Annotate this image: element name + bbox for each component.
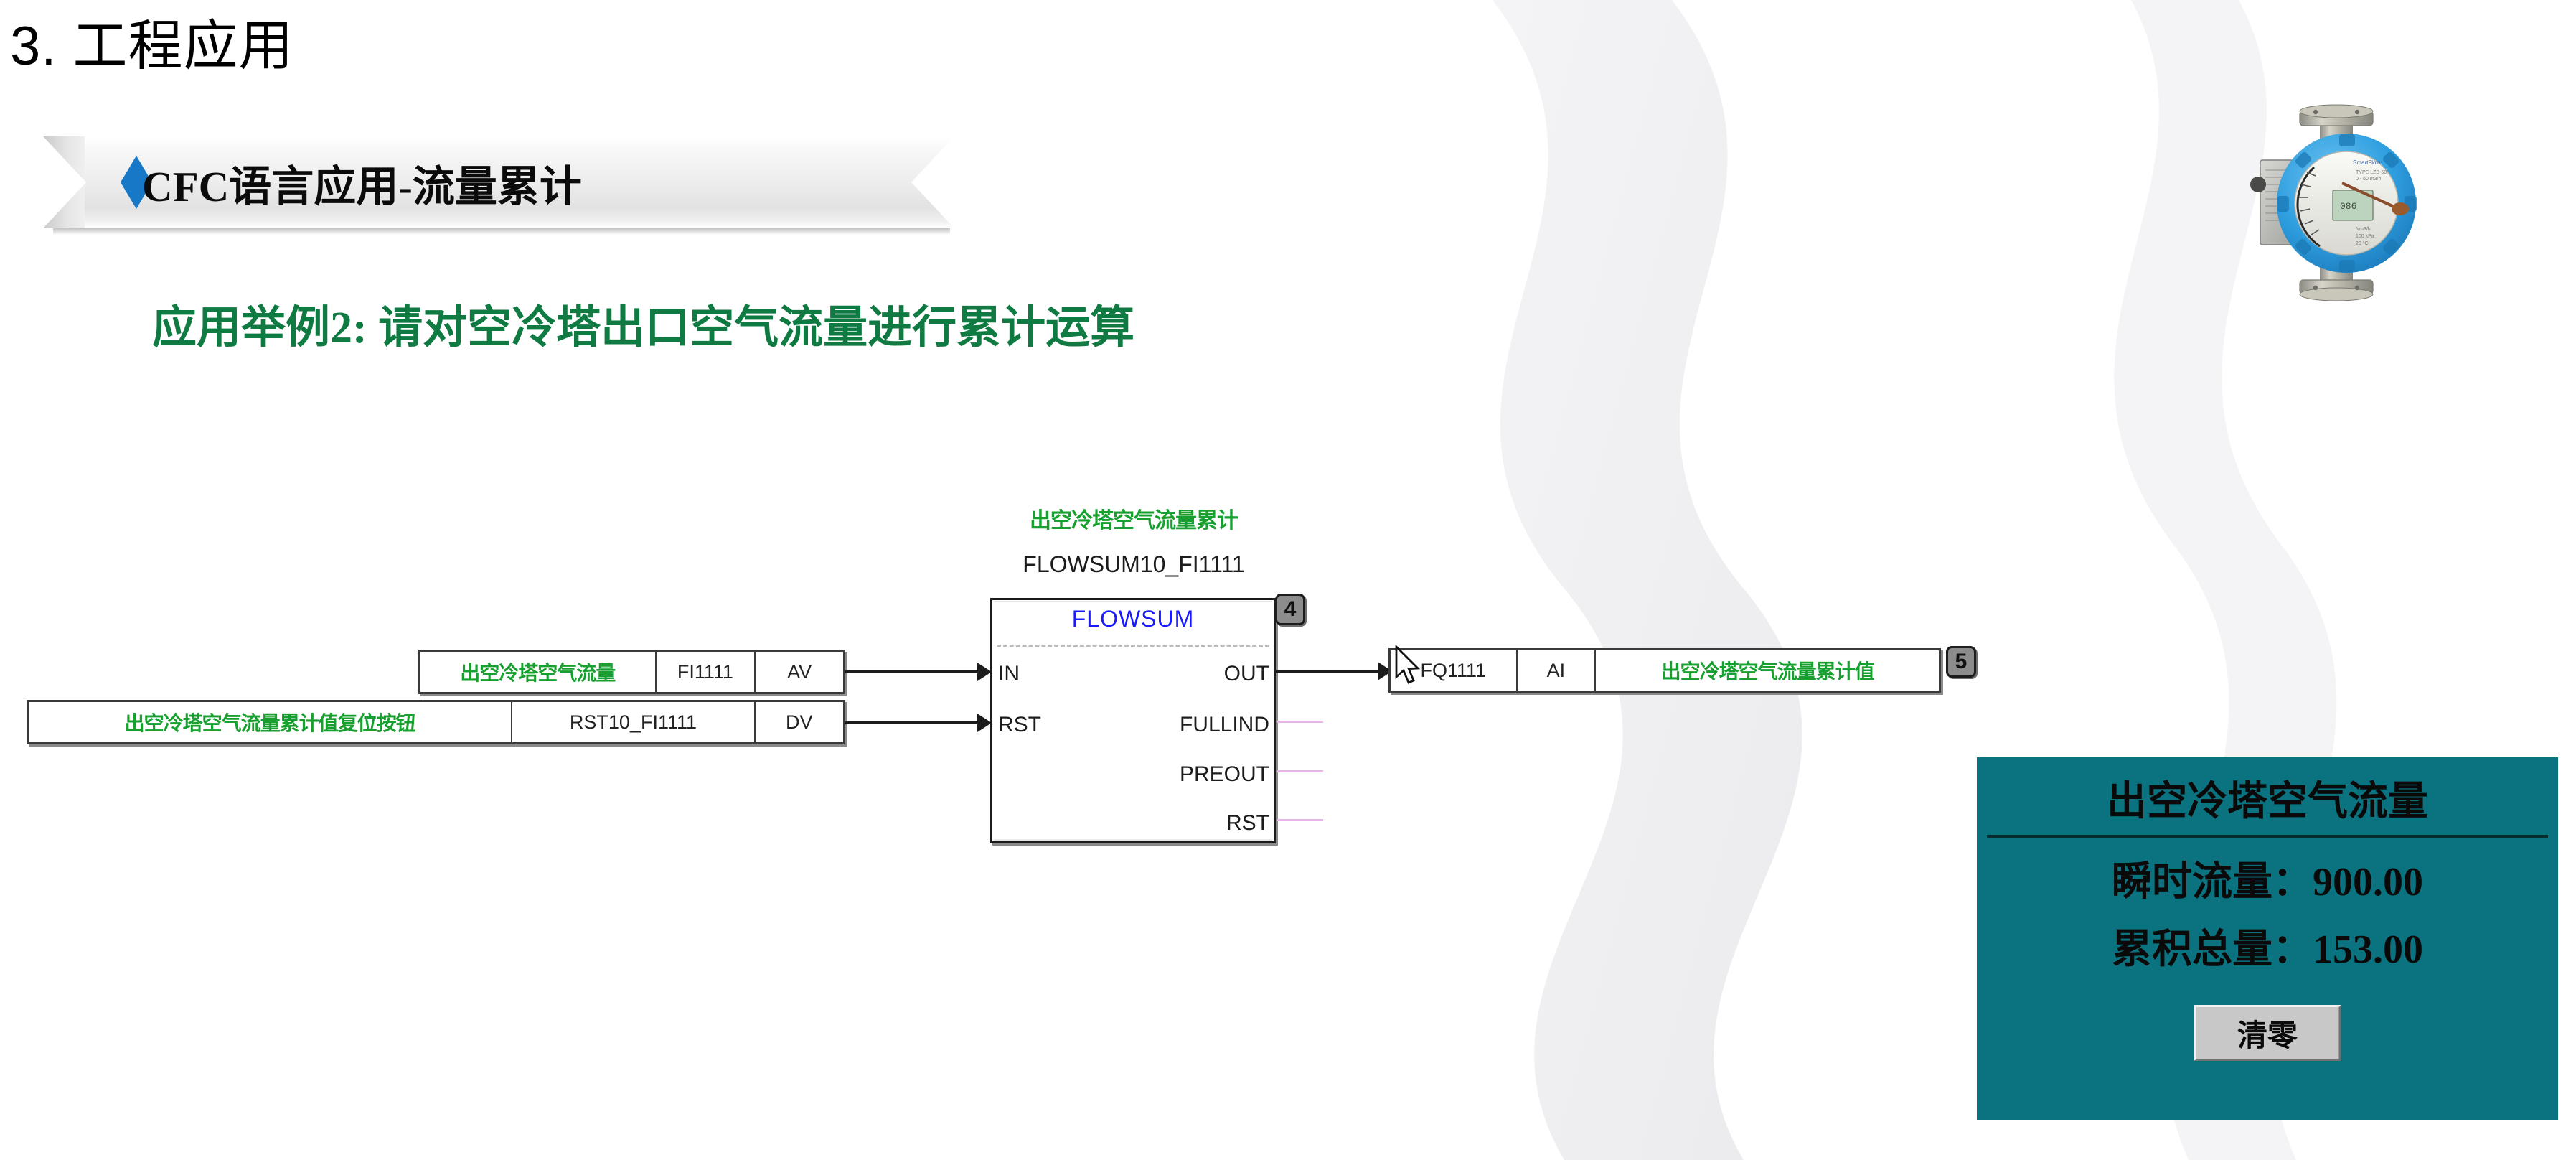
input-tag-reset: RST10_FI1111: [511, 702, 753, 742]
hmi-instant-flow-row: 瞬时流量：900.00: [2112, 860, 2423, 904]
mouse-pointer-icon: [1395, 645, 1421, 684]
svg-text:20 °C: 20 °C: [2356, 240, 2369, 246]
svg-text:0 - 60 m3/h: 0 - 60 m3/h: [2356, 177, 2382, 182]
output-block[interactable]: FQ1111 AI 出空冷塔空气流量累计值: [1388, 648, 1941, 693]
badge-block-order: 4: [1275, 594, 1305, 625]
svg-text:SmartFlow: SmartFlow: [2353, 159, 2380, 166]
input-block-flow[interactable]: 出空冷塔空气流量 FI1111 AV: [418, 650, 845, 694]
banner-shadow: [53, 228, 950, 235]
section-banner: CFC语言应用-流量累计: [43, 136, 954, 235]
wire-out-to-output: [1276, 670, 1379, 673]
arrow-in: [977, 663, 992, 681]
function-block-flowsum[interactable]: FLOWSUM IN RST OUT FULLIND PREOUT RST: [990, 598, 1276, 843]
banner-bevel: [43, 136, 954, 228]
hmi-panel: 出空冷塔空气流量 瞬时流量：900.00 累积总量：153.00 清零: [1977, 757, 2558, 1120]
pin-out[interactable]: OUT: [1223, 662, 1269, 686]
badge-output-order: 5: [1946, 646, 1976, 678]
svg-text:Nm3/h: Nm3/h: [2356, 227, 2371, 232]
input-tag-flow: FI1111: [654, 652, 755, 692]
svg-text:TYPE LZB-50: TYPE LZB-50: [2356, 170, 2387, 175]
reset-button[interactable]: 清零: [2194, 1005, 2341, 1061]
hmi-total-flow-row: 累积总量：153.00: [2112, 927, 2423, 972]
svg-text:086: 086: [2340, 201, 2356, 212]
input-datatype-flow: AV: [754, 652, 843, 692]
pin-rst-out[interactable]: RST: [1226, 811, 1269, 835]
hmi-divider: [1987, 835, 2548, 838]
block-highlight-bottom: [994, 839, 1272, 841]
block-type-label: FLOWSUM: [1071, 606, 1195, 632]
block-instance-name: FLOWSUM10_FI1111: [1023, 551, 1245, 577]
banner-label: CFC语言应用-流量累计: [142, 162, 582, 210]
input-description-flow: 出空冷塔空气流量: [460, 662, 616, 684]
input-description-reset: 出空冷塔空气流量累计值复位按钮: [124, 712, 416, 734]
pin-rst-in[interactable]: RST: [998, 713, 1041, 736]
hmi-title: 出空冷塔空气流量: [2107, 780, 2428, 824]
stub-rst: [1277, 819, 1323, 821]
input-datatype-reset: DV: [753, 702, 843, 742]
input-block-reset[interactable]: 出空冷塔空气流量累计值复位按钮 RST10_FI1111 DV: [27, 700, 845, 744]
arrow-rst: [977, 714, 992, 732]
dial-small-text: TYPE LZB-50 0 - 60 m3/h Nm3/h 100 kPa 20…: [2356, 170, 2387, 246]
block-divider: [997, 645, 1269, 647]
page-title: 3. 工程应用: [10, 16, 294, 77]
svg-text:100 kPa: 100 kPa: [2356, 234, 2374, 239]
stub-fullind: [1277, 721, 1323, 723]
dial-lcd-digits: 086: [2340, 201, 2356, 212]
dial-float: [2392, 202, 2409, 215]
block-comment: 出空冷塔空气流量累计: [1030, 509, 1238, 533]
output-description: 出空冷塔空气流量累计值: [1594, 650, 1939, 691]
pin-preout[interactable]: PREOUT: [1179, 762, 1269, 786]
pin-fullind[interactable]: FULLIND: [1179, 713, 1269, 736]
dial-brand-text: SmartFlow: [2353, 159, 2380, 166]
example-heading: 应用举例2: 请对空冷塔出口空气流量进行累计运算: [152, 304, 1135, 352]
block-highlight-top: [994, 601, 1272, 602]
stub-preout: [1277, 770, 1323, 772]
pin-in[interactable]: IN: [998, 662, 1020, 686]
output-datatype: AI: [1515, 650, 1595, 691]
wire-flow-to-in: [845, 670, 979, 673]
output-tag: FQ1111: [1420, 659, 1487, 681]
dial-needle: [2341, 182, 2399, 210]
wire-reset-to-rst: [845, 721, 979, 724]
